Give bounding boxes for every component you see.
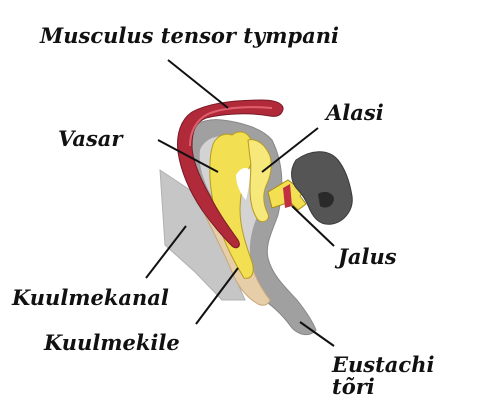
label-kuulmekanal: Kuulmekanal [12, 286, 169, 310]
label-eustachi-line1: Eustachi [332, 354, 434, 376]
leader-tensor [168, 60, 228, 108]
label-alasi: Alasi [326, 101, 384, 125]
label-kuulmekile: Kuulmekile [44, 331, 180, 355]
label-vasar: Vasar [58, 127, 122, 151]
label-jalus: Jalus [338, 245, 397, 269]
label-musculus-tensor-tympani: Musculus tensor tympani [40, 24, 339, 48]
label-eustachi-line2: tõri [332, 376, 434, 398]
label-eustachi-tori: Eustachi tõri [332, 354, 434, 398]
